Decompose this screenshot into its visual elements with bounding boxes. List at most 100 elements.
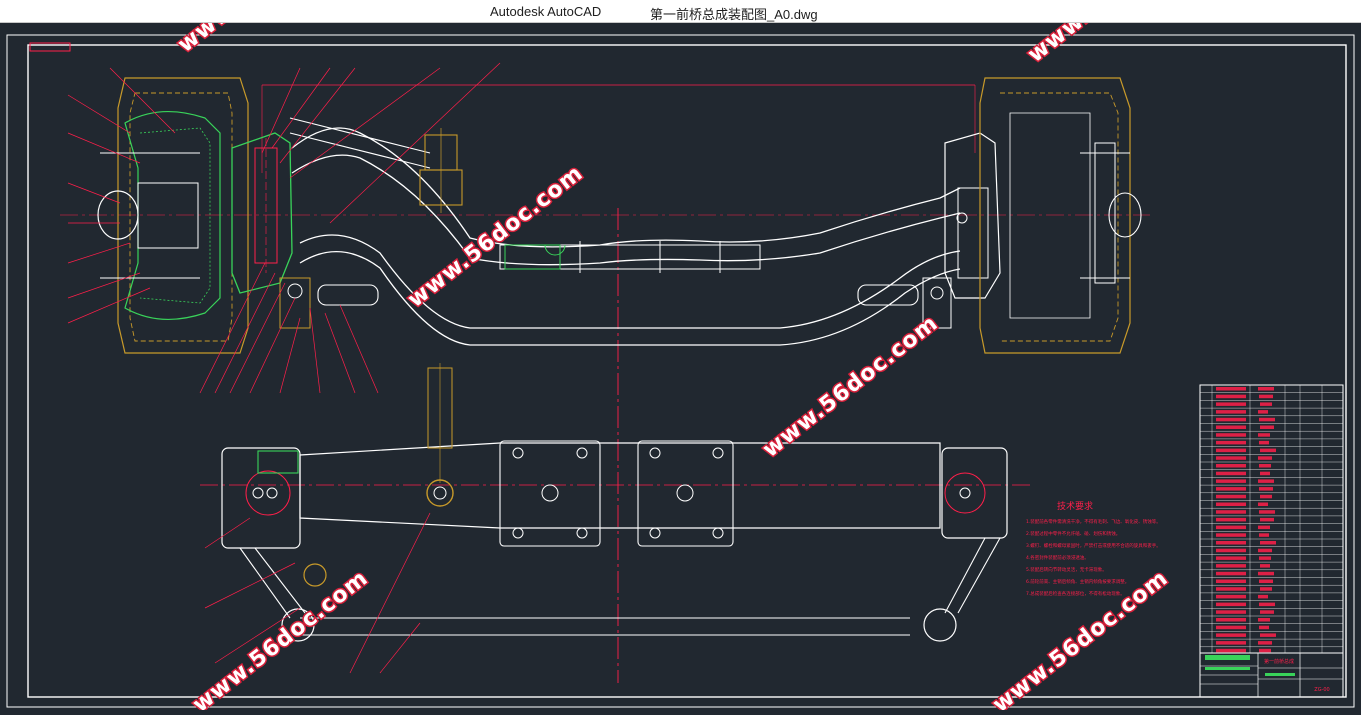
watermark-6: www.56doc.com (988, 566, 1173, 710)
bom-material-cell (1259, 579, 1273, 583)
bom-material-cell (1258, 456, 1272, 460)
bom-part-name-cell (1216, 517, 1246, 522)
bom-part-name-cell (1216, 410, 1246, 414)
document-title: 第一前桥总成装配图_A0.dwg (650, 7, 818, 22)
bom-material-cell (1260, 587, 1272, 591)
bom-part-name-cell (1216, 579, 1246, 583)
watermarks: www.56doc.com www.56doc.com www.56doc.co… (172, 0, 1210, 715)
bom-part-name-cell (1216, 502, 1246, 506)
bom-material-cell (1258, 387, 1274, 391)
bom-material-cell (1260, 564, 1270, 568)
tech-req-4: 4.各密封件装配前必须浸透油。 (1026, 554, 1089, 561)
bom-material-cell (1259, 602, 1275, 607)
parts-list-table (1199, 384, 1344, 654)
watermark-4: www.56doc.com (758, 311, 943, 463)
bom-part-name-cell (1216, 456, 1246, 460)
bom-material-cell (1260, 402, 1272, 406)
bom-material-cell (1258, 571, 1274, 576)
bom-material-cell (1258, 479, 1274, 483)
bom-material-cell (1259, 533, 1269, 537)
bom-part-name-cell (1216, 648, 1246, 653)
axle-beam-lower (299, 234, 961, 329)
bom-material-cell (1260, 517, 1274, 522)
app-title: Autodesk AutoCAD (490, 4, 602, 19)
tech-req-6: 6.前轮前束、主销后倾角、主销内倾角按要求调整。 (1026, 578, 1129, 585)
outer-frame (6, 34, 1355, 708)
tech-req-3: 3.螺钉、螺栓和螺母紧固时，严禁打击或使用不合适的旋具和扳手。 (1026, 542, 1161, 549)
bom-part-name-cell (1216, 464, 1246, 468)
watermark-1: www.56doc.com (173, 23, 358, 58)
bom-part-name-cell (1216, 394, 1246, 399)
bom-material-cell (1259, 487, 1273, 491)
tech-req-5: 5.装配后转向节转动灵活，无卡滞现象。 (1026, 566, 1107, 573)
bom-part-name-cell (1216, 633, 1246, 637)
bom-material-cell (1259, 464, 1271, 468)
bom-material-cell (1259, 440, 1269, 445)
bom-part-name-cell (1216, 556, 1246, 560)
bom-part-name-cell (1216, 402, 1246, 406)
bom-part-name-cell (1216, 487, 1246, 491)
axle-beam-upper (291, 127, 961, 248)
tech-req-2: 2.装配过程中零件不允许磕、碰、划伤和锈蚀。 (1026, 530, 1120, 537)
window-titlebar: Autodesk AutoCAD 第一前桥总成装配图_A0.dwg (0, 0, 1361, 23)
bom-part-name-cell (1216, 425, 1246, 429)
title-block: 第一前桥总成 ZG-00 (1199, 652, 1344, 698)
bom-part-name-cell (1216, 448, 1246, 453)
bom-part-name-cell (1216, 571, 1246, 576)
bom-material-cell (1258, 618, 1270, 622)
bom-material-cell (1260, 471, 1270, 476)
title-block-code: ZG-00 (1314, 687, 1329, 693)
front-axle-plan-view (200, 363, 1030, 674)
watermark-5: www.56doc.com (188, 566, 373, 710)
bom-part-name-cell (1216, 433, 1246, 437)
bom-part-name-cell (1216, 618, 1246, 622)
bom-part-name-cell (1216, 387, 1246, 391)
tech-req-7: 7.总成装配后检查各连接部位，不得有松动现象。 (1026, 590, 1125, 597)
bom-material-cell (1259, 394, 1273, 399)
left-spring-seat (499, 440, 601, 547)
bom-part-name-cell (1216, 494, 1246, 499)
bom-part-name-cell (1216, 602, 1246, 607)
bom-material-cell (1258, 433, 1270, 437)
bom-part-name-cell (1216, 533, 1246, 537)
bom-part-name-cell (1216, 525, 1246, 530)
left-brake-drum (117, 77, 249, 354)
bom-part-name-cell (1216, 564, 1246, 568)
bom-part-name-cell (1216, 541, 1246, 545)
bom-part-name-cell (1216, 440, 1246, 445)
tech-req-1: 1.装配前各零件需清洗干净，不得有毛刺、飞边、氧化皮、锈蚀等。 (1026, 518, 1161, 525)
bom-material-cell (1259, 625, 1269, 630)
bom-material-cell (1259, 648, 1271, 653)
right-steering-knuckle (944, 132, 1001, 299)
left-steering-knuckle (231, 132, 293, 294)
bom-material-cell (1260, 610, 1274, 614)
bom-material-cell (1258, 410, 1268, 414)
right-spring-seat (637, 440, 734, 547)
title-block-drawing-name: 第一前桥总成 (1264, 658, 1294, 665)
left-hub-section (124, 111, 221, 320)
inner-frame (27, 44, 1347, 698)
bom-material-cell (1260, 541, 1276, 545)
bom-material-cell (1258, 548, 1272, 553)
bom-material-cell (1260, 448, 1276, 453)
bom-material-cell (1259, 556, 1271, 560)
bom-material-cell (1258, 525, 1270, 530)
bom-part-name-cell (1216, 479, 1246, 483)
front-axle-top-view (60, 62, 1150, 683)
axle-beam-plan (299, 442, 941, 529)
bom-material-cell (1260, 494, 1272, 499)
bom-part-name-cell (1216, 417, 1246, 422)
technical-requirements: 技术要求 1.装配前各零件需清洗干净，不得有毛刺、飞边、氧化皮、锈蚀等。 2.装… (1026, 500, 1161, 597)
bom-part-name-cell (1216, 641, 1246, 645)
tech-req-title: 技术要求 (1057, 500, 1093, 512)
bom-part-name-cell (1216, 471, 1246, 476)
bom-part-name-cell (1216, 610, 1246, 614)
bom-part-name-cell (1216, 625, 1246, 630)
bom-part-name-cell (1216, 510, 1246, 514)
bom-material-cell (1258, 641, 1272, 645)
bom-material-cell (1259, 510, 1275, 514)
bom-part-name-cell (1216, 594, 1246, 599)
bom-material-cell (1258, 594, 1268, 599)
